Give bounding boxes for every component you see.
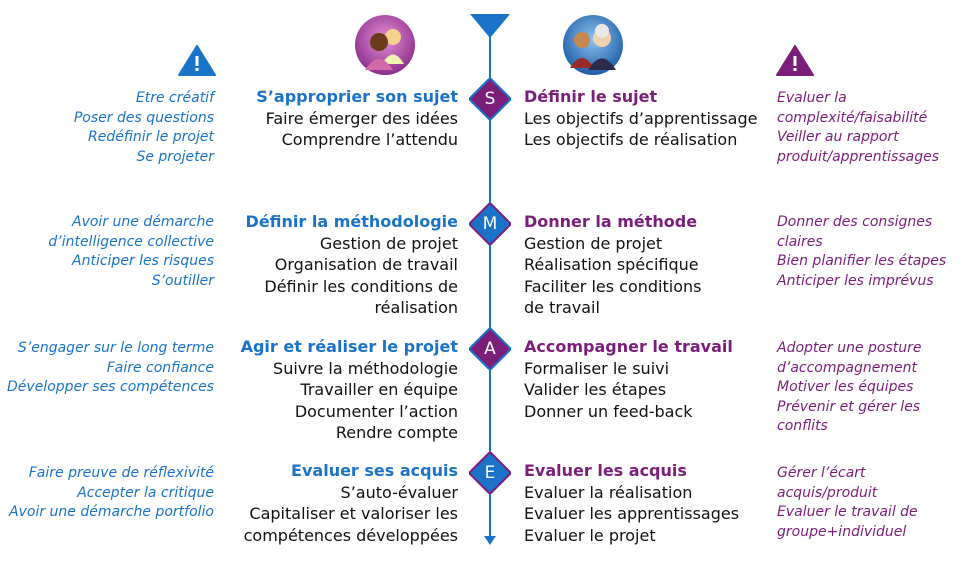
student-item: Gestion de projet bbox=[319, 233, 458, 253]
student-block-a: Agir et réaliser le projet Suivre la mét… bbox=[241, 336, 458, 444]
tip: Accepter la critique bbox=[77, 484, 214, 501]
stage-letter: E bbox=[484, 463, 496, 483]
teacher-item: Les objectifs d’apprentissage bbox=[524, 108, 758, 128]
tip: Evaluer le travail de bbox=[777, 504, 918, 520]
student-tips-m: Avoir une démarche d’intelligence collec… bbox=[48, 213, 214, 291]
stage-letter: A bbox=[484, 339, 496, 359]
stage-letter: M bbox=[482, 214, 498, 234]
student-item: Travailler en équipe bbox=[300, 380, 458, 399]
tip: Anticiper les risques bbox=[72, 253, 214, 269]
student-item: Définir les conditions de bbox=[264, 276, 458, 296]
teacher-stage-title: Accompagner le travail bbox=[524, 337, 733, 356]
teacher-tips-e: Gérer l’écart acquis/produit Evaluer le … bbox=[777, 464, 967, 542]
tip: Faire confiance bbox=[106, 359, 214, 376]
teacher-stage-title: Evaluer les acquis bbox=[524, 461, 687, 480]
student-tips-a: S’engager sur le long terme Faire confia… bbox=[7, 339, 214, 398]
stage-diamond-a: A bbox=[469, 328, 511, 370]
stage-diamond-s: S bbox=[469, 78, 511, 120]
student-block-s: S’approprier son sujet Faire émerger des… bbox=[256, 86, 458, 151]
teacher-item: Valider les étapes bbox=[524, 380, 667, 399]
tip: Adopter une posture bbox=[777, 340, 922, 356]
teacher-item: Gestion de projet bbox=[524, 233, 663, 253]
down-triangle-icon bbox=[470, 14, 510, 38]
arrow-head-icon bbox=[484, 536, 496, 545]
tip: S’outiller bbox=[151, 272, 214, 289]
tip: d’accompagnement bbox=[777, 359, 917, 376]
tip: Bien planifier les étapes bbox=[777, 253, 947, 269]
tip: d’intelligence collective bbox=[48, 233, 214, 250]
teacher-block-a: Accompagner le travail Formaliser le sui… bbox=[524, 336, 733, 422]
teacher-item: Réalisation spécifique bbox=[524, 255, 699, 274]
student-item: Capitaliser et valoriser les bbox=[249, 504, 458, 523]
tip: Prévenir et gérer les bbox=[777, 398, 921, 415]
tip: Avoir une démarche bbox=[72, 214, 214, 230]
teacher-item: Formaliser le suivi bbox=[524, 358, 670, 378]
tip: Faire preuve de réflexivité bbox=[28, 465, 214, 481]
teacher-item: Donner un feed-back bbox=[524, 401, 693, 421]
tip: conflits bbox=[777, 418, 828, 434]
teacher-item: Evaluer les apprentissages bbox=[524, 504, 740, 523]
teacher-item: Evaluer le projet bbox=[524, 525, 656, 545]
stage-diamond-m: M bbox=[469, 203, 511, 245]
student-item: compétences développées bbox=[243, 525, 458, 545]
teacher-tips-m: Donner des consignes claires Bien planif… bbox=[777, 213, 967, 291]
students-avatar-icon bbox=[352, 14, 418, 76]
tip: Donner des consignes bbox=[777, 214, 933, 230]
teacher-item: Faciliter les conditions bbox=[524, 276, 702, 296]
tip: Anticiper les imprévus bbox=[777, 272, 934, 289]
timeline-line bbox=[489, 30, 491, 538]
teacher-block-s: Définir le sujet Les objectifs d’apprent… bbox=[524, 86, 757, 151]
student-stage-title: Evaluer ses acquis bbox=[291, 461, 458, 480]
student-item: S’auto-évaluer bbox=[340, 482, 458, 502]
tip: Etre créatif bbox=[135, 90, 214, 106]
student-stage-title: Agir et réaliser le projet bbox=[240, 337, 458, 356]
tip: Se projeter bbox=[136, 148, 214, 165]
teacher-item: Les objectifs de réalisation bbox=[524, 130, 738, 149]
teacher-tips-s: Evaluer la complexité/faisabilité Veille… bbox=[777, 89, 967, 167]
tip: complexité/faisabilité bbox=[777, 109, 928, 126]
teacher-stage-title: Définir le sujet bbox=[524, 87, 658, 106]
teacher-block-e: Evaluer les acquis Evaluer la réalisatio… bbox=[524, 460, 739, 546]
teacher-tips-a: Adopter une posture d’accompagnement Mot… bbox=[777, 339, 967, 437]
tip: Redéfinir le projet bbox=[87, 129, 214, 145]
student-item: Comprendre l’attendu bbox=[281, 130, 458, 149]
warning-icon bbox=[178, 45, 216, 76]
stage-diamond-e: E bbox=[469, 452, 511, 494]
teacher-item: de travail bbox=[524, 298, 600, 317]
tip: Avoir une démarche portfolio bbox=[9, 504, 214, 520]
teacher-stage-title: Donner la méthode bbox=[524, 212, 698, 231]
tip: Motiver les équipes bbox=[777, 379, 914, 395]
student-item: Faire émerger des idées bbox=[265, 108, 458, 128]
stage-letter: S bbox=[484, 89, 496, 109]
tip: S’engager sur le long terme bbox=[17, 340, 214, 356]
student-block-m: Définir la méthodologie Gestion de proje… bbox=[246, 211, 458, 319]
student-item: Organisation de travail bbox=[274, 255, 458, 274]
teacher-block-m: Donner la méthode Gestion de projet Réal… bbox=[524, 211, 701, 319]
warning-icon bbox=[776, 45, 814, 76]
tip: Développer ses compétences bbox=[7, 379, 214, 395]
student-item: Documenter l’action bbox=[294, 401, 458, 421]
teacher-item: Evaluer la réalisation bbox=[524, 482, 693, 502]
student-stage-title: S’approprier son sujet bbox=[256, 87, 458, 106]
tip: groupe+individuel bbox=[777, 523, 907, 540]
teacher-avatar-icon bbox=[560, 14, 626, 76]
student-tips-e: Faire preuve de réflexivité Accepter la … bbox=[9, 464, 214, 523]
tip: produit/apprentissages bbox=[777, 148, 939, 165]
tip: claires bbox=[777, 233, 823, 250]
student-item: Suivre la méthodologie bbox=[273, 358, 458, 378]
student-stage-title: Définir la méthodologie bbox=[245, 212, 458, 231]
tip: Veiller au rapport bbox=[777, 129, 899, 145]
tip: Evaluer la bbox=[777, 90, 847, 106]
tip: Poser des questions bbox=[73, 109, 214, 126]
student-item: réalisation bbox=[374, 298, 458, 317]
tip: Gérer l’écart bbox=[777, 465, 866, 481]
student-tips-s: Etre créatif Poser des questions Redéfin… bbox=[74, 89, 214, 167]
student-block-e: Evaluer ses acquis S’auto-évaluer Capita… bbox=[244, 460, 458, 546]
student-item: Rendre compte bbox=[335, 423, 458, 442]
tip: acquis/produit bbox=[777, 484, 878, 501]
